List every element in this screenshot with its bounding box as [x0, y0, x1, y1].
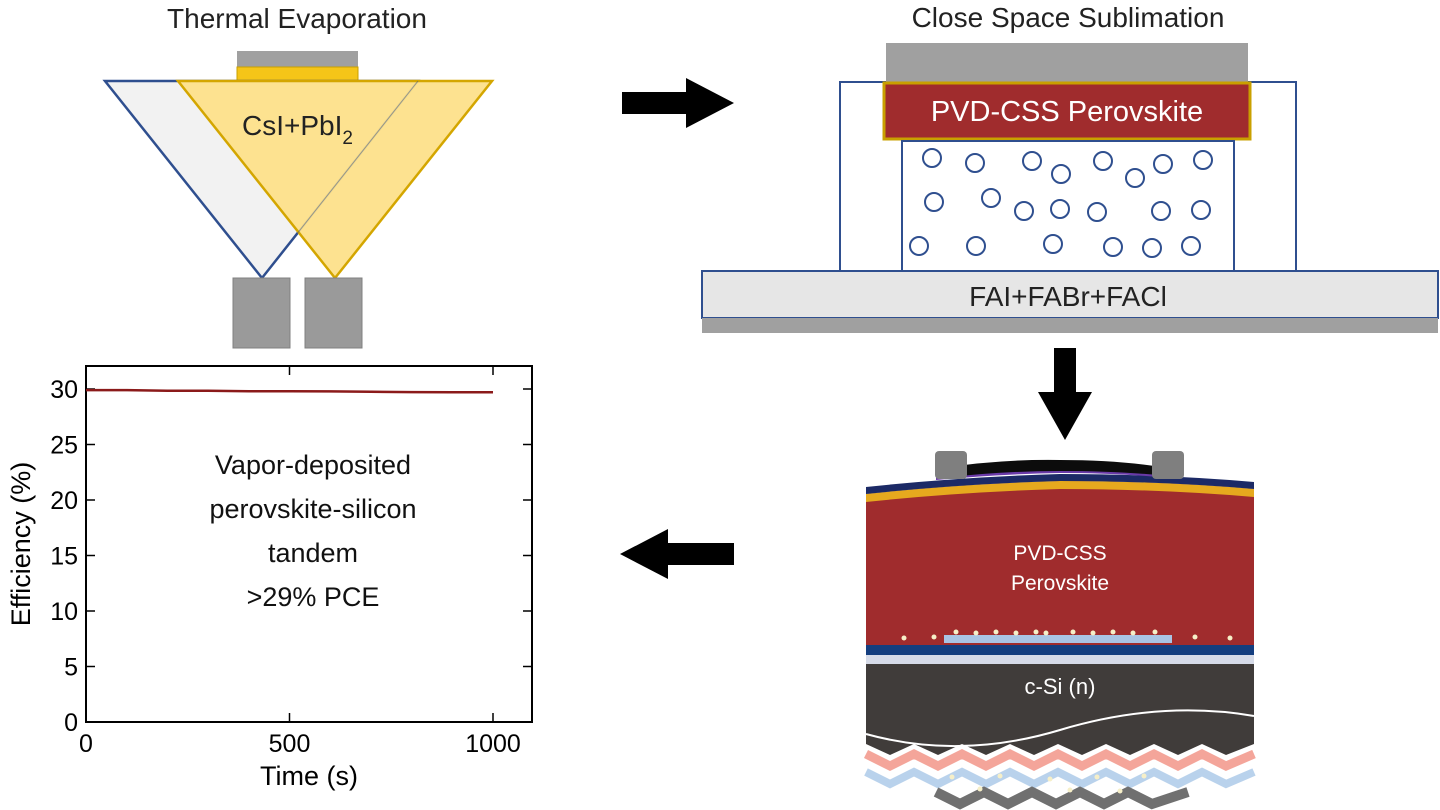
tandem-device: c-Si (n) PVD-CSS Perovskite	[863, 451, 1256, 810]
absorber-label-line2: Perovskite	[1011, 572, 1109, 595]
annotation-line3: tandem	[268, 538, 358, 568]
deposited-film	[236, 66, 359, 82]
silicon-wave	[865, 709, 1255, 748]
rear-contact-pink	[863, 748, 1256, 772]
y-axis-label: Efficiency (%)	[6, 462, 36, 627]
vapor-molecules	[909, 148, 1213, 258]
y-tick-label: 20	[50, 487, 78, 515]
y-tick-label: 10	[50, 598, 78, 626]
annotation-line4: >29% PCE	[247, 582, 380, 612]
thermal-evaporation-title: Thermal Evaporation	[167, 3, 427, 34]
css-source-label: FAI+FABr+FACl	[969, 281, 1167, 312]
arrow-left	[620, 529, 734, 579]
css-title: Close Space Sublimation	[912, 2, 1225, 33]
y-tick-label: 25	[50, 432, 78, 460]
vapor-cone-right	[175, 79, 495, 281]
bottom-interlayer	[944, 635, 1172, 643]
annotation-line2: perovskite-silicon	[209, 494, 416, 524]
y-tick-label: 0	[64, 709, 78, 737]
crucible-left	[232, 277, 291, 349]
x-axis-label: Time (s)	[260, 761, 358, 791]
finger-right	[1152, 451, 1184, 479]
cone-edge	[261, 80, 419, 279]
arrow-down	[1038, 348, 1092, 440]
csi-pbi2-label: CsI+PbI2	[242, 110, 353, 149]
finger-left	[935, 451, 967, 479]
y-tick-label: 30	[50, 376, 78, 404]
y-tick-label: 5	[64, 654, 78, 682]
front-contact	[942, 459, 1168, 478]
perovskite-absorber	[866, 481, 1254, 645]
y-axis-ticks: 0 5 10 15 20 25 30	[50, 376, 532, 737]
x-axis-ticks: 0 500 1000	[79, 366, 521, 758]
plot-frame	[85, 365, 533, 723]
x-tick-label: 500	[269, 730, 311, 758]
rear-contact-blue	[864, 767, 1256, 789]
css-film-label: PVD-CSS Perovskite	[931, 96, 1203, 128]
annotation-line1: Vapor-deposited	[215, 450, 411, 480]
arrow-right	[622, 78, 734, 128]
thermal-evaporation-panel: Thermal Evaporation CsI+PbI2	[102, 3, 495, 349]
recombination-layer	[866, 654, 1254, 664]
css-perovskite-film	[882, 81, 1252, 141]
css-panel: Close Space Sublimation PVD-CSS Perovski…	[701, 2, 1439, 333]
efficiency-chart: 0 5 10 15 20 25 30 0 500 1000 Time (s) Efficienc…	[6, 365, 533, 791]
substrate-holder	[237, 51, 358, 67]
x-tick-label: 1000	[465, 730, 521, 758]
css-source-plate	[701, 270, 1439, 319]
efficiency-series-line	[86, 388, 493, 394]
silicon-label: c-Si (n)	[1025, 674, 1096, 699]
absorber-label-line1: PVD-CSS	[1013, 542, 1106, 565]
silicon-texture	[866, 744, 1254, 755]
interface-dots	[901, 629, 1233, 641]
rear-dots	[949, 773, 1147, 794]
etl-layer	[866, 645, 1254, 655]
x-tick-label: 0	[79, 730, 93, 758]
css-bottom-plate	[702, 318, 1438, 333]
y-tick-label: 15	[50, 543, 78, 571]
htl-gold-layer	[866, 481, 1254, 502]
css-top-plate	[886, 43, 1248, 83]
rear-electrode	[933, 786, 1190, 810]
crucible-right	[304, 277, 363, 349]
